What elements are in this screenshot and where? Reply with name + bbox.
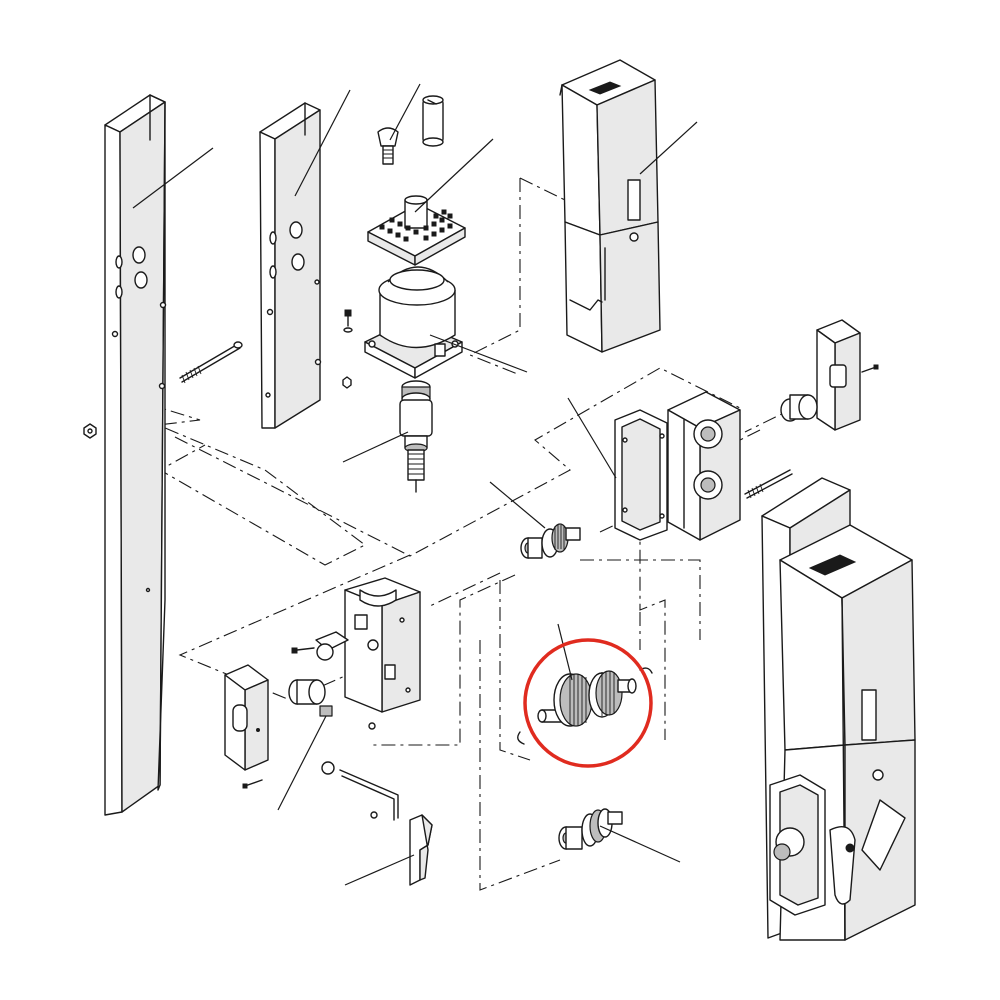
lock-mechanism-block [288,577,421,730]
gearbox-housing [614,391,793,541]
mounting-hole [132,246,146,264]
worm-shaft [399,380,433,493]
end-cap-bracket [780,319,879,431]
left-upright-profile [104,94,167,816]
terminal-block-assembly [367,95,466,266]
inner-upright-profile [259,102,322,429]
assembled-barrier-unit [761,477,916,941]
release-key-and-handle [321,761,433,886]
top-cover-housing [559,59,661,353]
pinion-shaft [520,523,581,559]
mounting-hole [134,271,148,289]
lock-escutcheon [224,664,269,789]
highlight-circle [523,638,653,768]
tie-rod [83,341,243,439]
electric-motor [342,266,463,389]
leader-lines [132,83,698,886]
lower-gear-shaft [558,808,623,850]
double-gear-shaft-assembly [517,667,653,745]
